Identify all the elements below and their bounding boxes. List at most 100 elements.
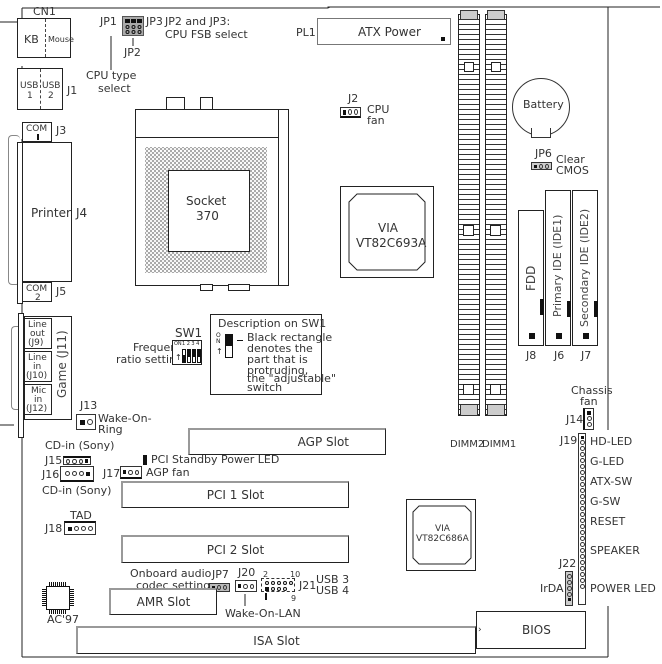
cpu-fan-label-1: CPU [367,103,390,116]
j5-label: J5 [56,285,67,298]
desc-pointer [237,340,243,341]
atx-power-connector: ATX Power [317,18,451,45]
amr-slot-label: AMR Slot [136,595,191,609]
switch-4[interactable] [197,349,201,363]
pin [84,459,89,463]
pin [347,109,352,115]
dimm2-latch-bottom[interactable] [460,404,478,416]
pin [579,487,585,493]
ide2-key [594,301,598,317]
fdd-key [540,299,544,315]
ide1-pin1 [556,333,562,339]
pin [73,526,79,531]
pin [544,163,549,169]
com2-connector: COM 2 [22,282,52,303]
ac97-label: AC'97 [47,613,80,626]
pin [566,573,572,579]
switch-2[interactable] [187,349,191,363]
dimm2-key [463,384,474,395]
line-in-label-2: in [33,362,42,372]
j14-label: J14 [566,413,584,426]
j21-label: J21 [299,579,317,592]
switch-1[interactable] [182,349,186,363]
j19-label: J19 [560,434,578,447]
pin [212,585,215,590]
j22-irda-header[interactable] [565,571,573,606]
com2-label-b: 2 [35,293,41,303]
j19-front-panel-header[interactable] [578,433,586,605]
dimm1-label: DIMM1 [482,439,517,450]
southbridge-label-1: VIA [435,524,450,534]
bios-chip: BIOS › [476,611,586,649]
com1-pin1-marker [37,134,39,140]
power-led-label: POWER LED [590,582,656,595]
pin [216,585,221,590]
chip-outline [412,505,472,565]
pin1-marker [441,37,445,41]
cpu-fan-label-2: fan [367,114,385,127]
on-label: ON [174,341,182,347]
pin [579,529,585,535]
mic-in-jack: Mic in (J12) [24,384,52,415]
pin [579,469,585,475]
pin [579,523,585,529]
switch-3[interactable] [192,349,196,363]
dimm1-latch-bottom[interactable] [487,404,505,416]
northbridge-chip: VIA VT82C693A [340,186,434,278]
dimm2-latch-top[interactable] [460,10,478,20]
j4-label: J4 [76,206,88,220]
cpu-fan-header[interactable] [340,107,361,118]
pin [71,471,77,476]
desc-line-1: Black rectangle [247,331,333,344]
j7-label: J7 [581,349,592,362]
pin [587,410,591,415]
desc-line-4: protruding, [247,364,309,377]
kb-label: KB [24,33,39,46]
jp2-jp3-desc-line2: CPU FSB select [165,28,248,41]
ide2-pin1 [583,333,589,339]
jp6-clear-cmos-jumper[interactable] [531,162,552,170]
g-led-label: G-LED [590,455,625,468]
usb1-label-b: 1 [27,91,33,101]
desc-line-5: the "adjustable" [247,372,337,385]
northbridge-label-2: VT82C693A [356,236,427,250]
cd-in-j15-header[interactable] [63,456,91,465]
cdin-bottom-label: CD-in (Sony) [42,484,112,497]
mic-in-label-2: in [34,395,43,405]
socket-label-1: Socket [186,194,227,208]
pin [353,109,358,115]
agp-slot-label: AGP Slot [297,435,349,449]
clear-cmos-label-1: Clear [556,153,585,166]
fdd-pin1 [529,333,535,339]
pin [85,471,90,476]
g-sw-label: G-SW [590,495,621,508]
agp-fan-header[interactable] [120,466,142,479]
j17-label: J17 [103,467,121,480]
usb34-header[interactable] [261,578,295,592]
jp6-label: JP6 [535,147,552,160]
wake-on-ring-header[interactable] [76,414,96,430]
jp1-jp3-jumper-block[interactable] [122,16,144,36]
cd-in-j16-header[interactable] [60,466,94,482]
jp7-audio-codec-jumper[interactable] [209,583,230,592]
pin [579,439,585,445]
sw1-dip-switch[interactable]: ON ↑ 1234 [172,340,202,365]
j3-label: J3 [56,124,67,137]
usb1-label-a: USB [20,81,39,91]
jp7-label: JP7 [212,568,229,581]
onboard-audio-label-1: Onboard audio [130,567,212,580]
com1-label: COM [26,124,48,134]
com1-connector: COM [22,122,52,142]
chassis-fan-header[interactable] [583,408,594,430]
line-out-label-1: Line [28,320,47,330]
speaker-label: SPEAKER [590,544,640,557]
pci-standby-led [143,455,147,465]
dimm1-latch-top[interactable] [487,10,505,20]
tad-header[interactable] [64,521,96,535]
j15-label: J15 [45,454,63,467]
ac97-chip [42,582,74,614]
pin [579,463,585,469]
wake-on-lan-header[interactable] [235,580,257,592]
chip-pins [42,589,46,607]
